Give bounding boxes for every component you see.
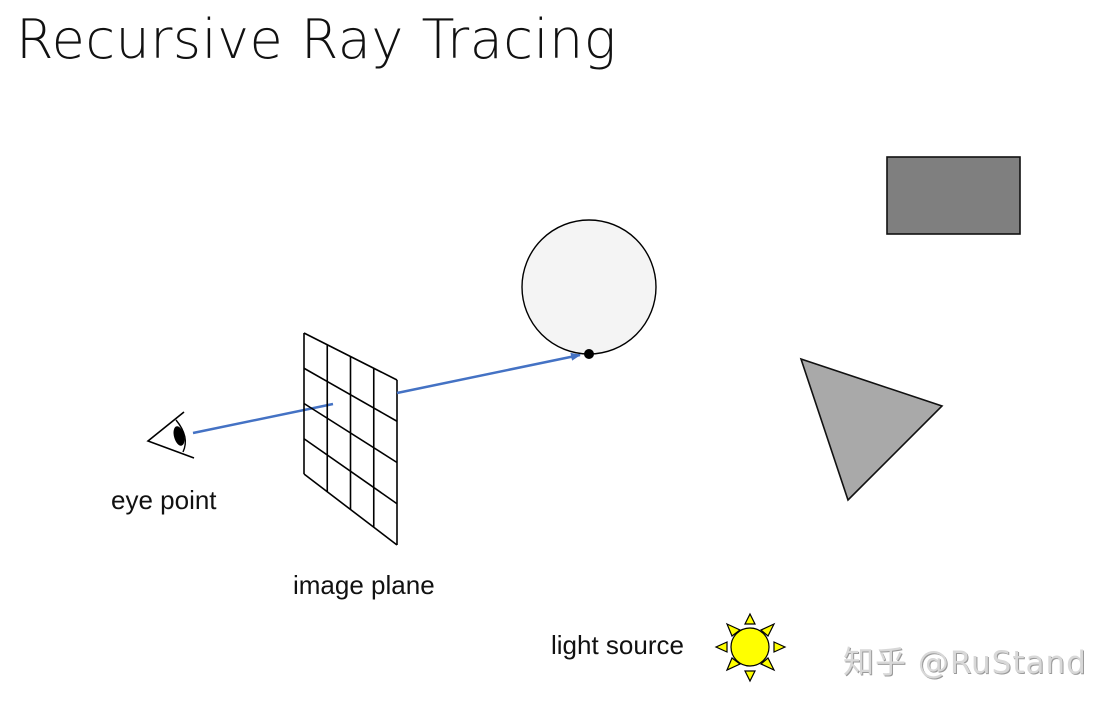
eye-point-label: eye point (111, 485, 217, 515)
image-plane-grid (303, 332, 398, 546)
slide-title: Recursive Ray Tracing (16, 8, 617, 71)
light-source-label: light source (551, 630, 684, 660)
eye-icon (146, 411, 195, 459)
sphere (521, 219, 657, 355)
hit-point (584, 349, 594, 359)
primary-ray-segment-1 (192, 402, 334, 435)
watermark: 知乎 @RuStand (843, 645, 1087, 681)
primary-ray-segment-2 (396, 352, 581, 395)
rectangle (886, 156, 1021, 235)
image-plane-label: image plane (293, 570, 435, 600)
sun-icon (714, 612, 787, 683)
triangle (799, 357, 944, 502)
